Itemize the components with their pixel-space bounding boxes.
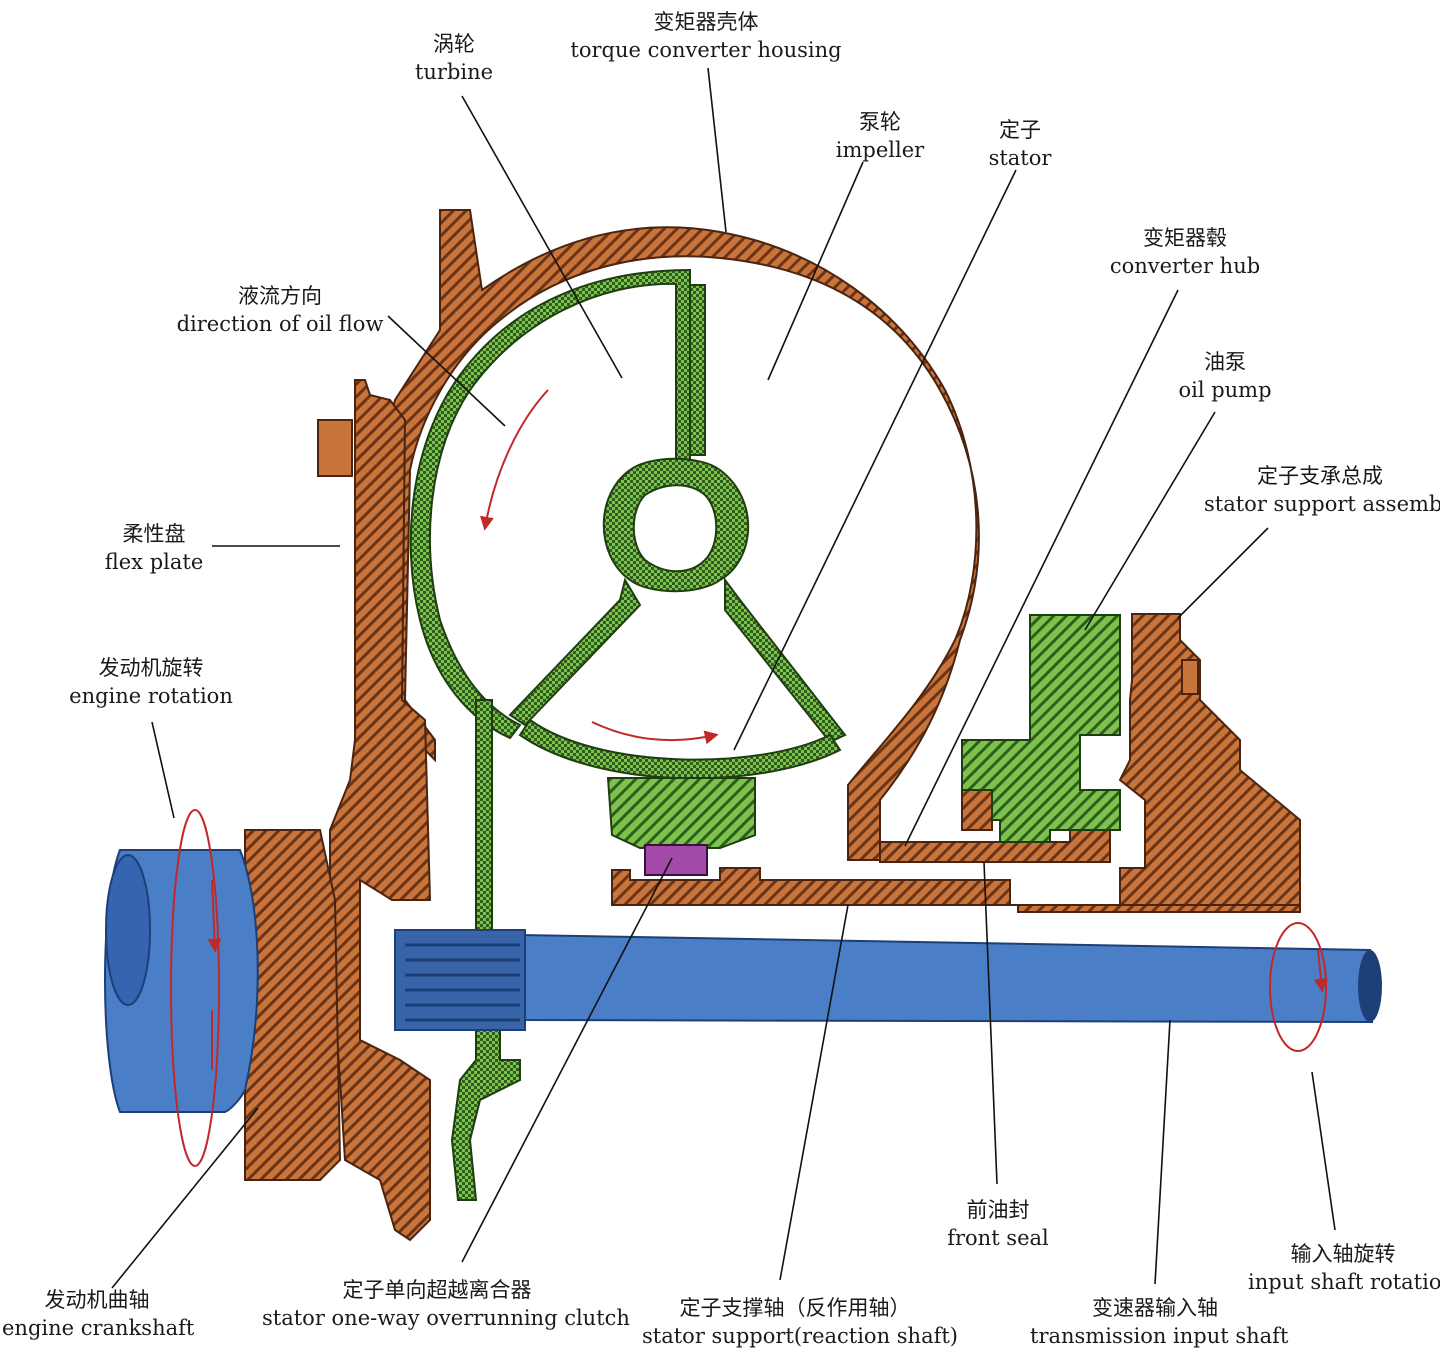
housing	[244, 209, 1301, 1242]
label-stator-en: stator	[988, 146, 1052, 170]
label-front-seal-zh: 前油封	[966, 1198, 1030, 1222]
front-seal-block	[961, 789, 993, 831]
label-one-way-clutch: 定子单向超越离合器 stator one-way overrunning clu…	[262, 1276, 630, 1332]
input-shaft-spline	[394, 929, 526, 1031]
label-engine-rotation: 发动机旋转 engine rotation	[66, 654, 236, 710]
stator-blade-right	[724, 577, 847, 744]
leader-clutch	[461, 857, 673, 1263]
spline-teeth	[405, 943, 520, 1022]
label-oil-pump-zh: 油泵	[1204, 350, 1246, 374]
leader-input-shaft	[1154, 1019, 1171, 1285]
label-stator-support-assembly-en: stator support assembly	[1204, 492, 1440, 516]
label-housing-en: torque converter housing	[570, 38, 842, 62]
stator-hub	[606, 777, 756, 849]
leader-hub	[904, 289, 1179, 847]
leader-engine-rotation	[151, 721, 175, 819]
label-stator-zh: 定子	[999, 118, 1041, 142]
leader-housing	[707, 67, 727, 233]
oil-flow-arrow-lower	[591, 721, 719, 745]
label-hub: 变矩器毂 converter hub	[1095, 224, 1275, 280]
label-transmission-input-shaft-zh: 变速器输入轴	[1092, 1296, 1218, 1320]
label-turbine: 涡轮 turbine	[384, 30, 524, 86]
leader-crankshaft	[111, 1107, 259, 1289]
label-crankshaft-zh: 发动机曲轴	[44, 1288, 150, 1312]
label-crankshaft-en: engine crankshaft	[2, 1316, 195, 1340]
label-flex-plate-en: flex plate	[104, 550, 204, 574]
label-transmission-input-shaft: 变速器输入轴 transmission input shaft	[1030, 1294, 1289, 1350]
leader-stator	[733, 169, 1017, 751]
leader-lines	[111, 67, 1336, 1289]
label-stator-support-shaft-en: stator support(reaction shaft)	[642, 1324, 959, 1348]
label-hub-en: converter hub	[1109, 254, 1261, 278]
label-impeller: 泵轮 impeller	[810, 108, 950, 164]
label-stator: 定子 stator	[960, 116, 1080, 172]
label-oil-pump: 油泵 oil pump	[1160, 348, 1290, 404]
label-stator-support-shaft-zh: 定子支撑轴（反作用轴）	[679, 1296, 911, 1320]
crankshaft-end-face	[105, 854, 151, 1006]
leader-oil-flow	[387, 315, 506, 427]
label-impeller-zh: 泵轮	[859, 110, 901, 134]
rotation-arrows	[170, 389, 1328, 1167]
stator-core	[602, 457, 750, 593]
label-one-way-clutch-en: stator one-way overrunning clutch	[262, 1306, 630, 1330]
label-flex-plate: 柔性盘 flex plate	[94, 520, 214, 576]
label-flex-plate-zh: 柔性盘	[122, 522, 186, 546]
shafts	[104, 849, 1382, 1113]
input-shaft-end	[1358, 950, 1382, 1022]
label-input-shaft-rotation-zh: 输入轴旋转	[1290, 1242, 1396, 1266]
label-housing: 变矩器壳体 torque converter housing	[566, 8, 846, 64]
crankshaft-flange	[244, 829, 342, 1181]
oil-flow-arrow-upper	[480, 389, 549, 531]
label-input-shaft-rotation-en: input shaft rotation	[1248, 1270, 1440, 1294]
label-front-seal: 前油封 front seal	[928, 1196, 1068, 1252]
turbine-shell	[409, 268, 691, 740]
label-oil-flow-zh: 液流方向	[238, 284, 322, 308]
label-input-shaft-rotation: 输入轴旋转 input shaft rotation	[1248, 1240, 1440, 1296]
turbine-assembly	[409, 268, 1121, 1201]
input-shaft	[519, 933, 1374, 1024]
leader-turbine	[461, 95, 623, 379]
label-engine-rotation-en: engine rotation	[69, 684, 233, 708]
label-one-way-clutch-zh: 定子单向超越离合器	[342, 1278, 532, 1302]
label-stator-support-shaft: 定子支撑轴（反作用轴） stator support(reaction shaf…	[642, 1294, 959, 1350]
leader-impeller	[767, 161, 864, 381]
label-hub-zh: 变矩器毂	[1143, 226, 1227, 250]
label-turbine-zh: 涡轮	[433, 32, 475, 56]
flex-plate-bolt	[317, 419, 353, 477]
stator-blade-top	[689, 284, 706, 456]
stator-blade-left	[508, 577, 642, 727]
label-oil-pump-en: oil pump	[1178, 378, 1272, 402]
label-transmission-input-shaft-en: transmission input shaft	[1030, 1324, 1289, 1348]
label-oil-flow: 液流方向 direction of oil flow	[170, 282, 390, 338]
label-engine-rotation-zh: 发动机旋转	[98, 656, 204, 680]
leader-stator-support-assembly	[1177, 527, 1269, 619]
leader-front-seal	[983, 861, 998, 1185]
stator-support-assembly	[1118, 613, 1301, 906]
leader-oil-pump	[1084, 411, 1216, 631]
label-housing-zh: 变矩器壳体	[653, 10, 759, 34]
pump-bolt	[1181, 659, 1199, 695]
oil-pump-body	[961, 614, 1121, 843]
housing-shell	[373, 209, 1001, 861]
label-turbine-en: turbine	[414, 60, 494, 84]
input-rotation-arrow	[1313, 949, 1328, 993]
label-stator-support-assembly: 定子支承总成 stator support assembly	[1204, 462, 1440, 518]
label-front-seal-en: front seal	[947, 1226, 1049, 1250]
engine-rotation-arrow-top	[207, 879, 222, 953]
engine-rotation-ellipse	[170, 809, 220, 1167]
stator-arc	[518, 718, 842, 780]
leader-input-rotation	[1311, 1071, 1336, 1231]
leader-reaction-shaft	[779, 904, 849, 1281]
label-impeller-en: impeller	[835, 138, 925, 162]
label-stator-support-assembly-zh: 定子支承总成	[1257, 464, 1383, 488]
label-crankshaft: 发动机曲轴 engine crankshaft	[2, 1286, 195, 1342]
label-oil-flow-en: direction of oil flow	[176, 312, 384, 336]
one-way-clutch-block	[644, 844, 708, 876]
